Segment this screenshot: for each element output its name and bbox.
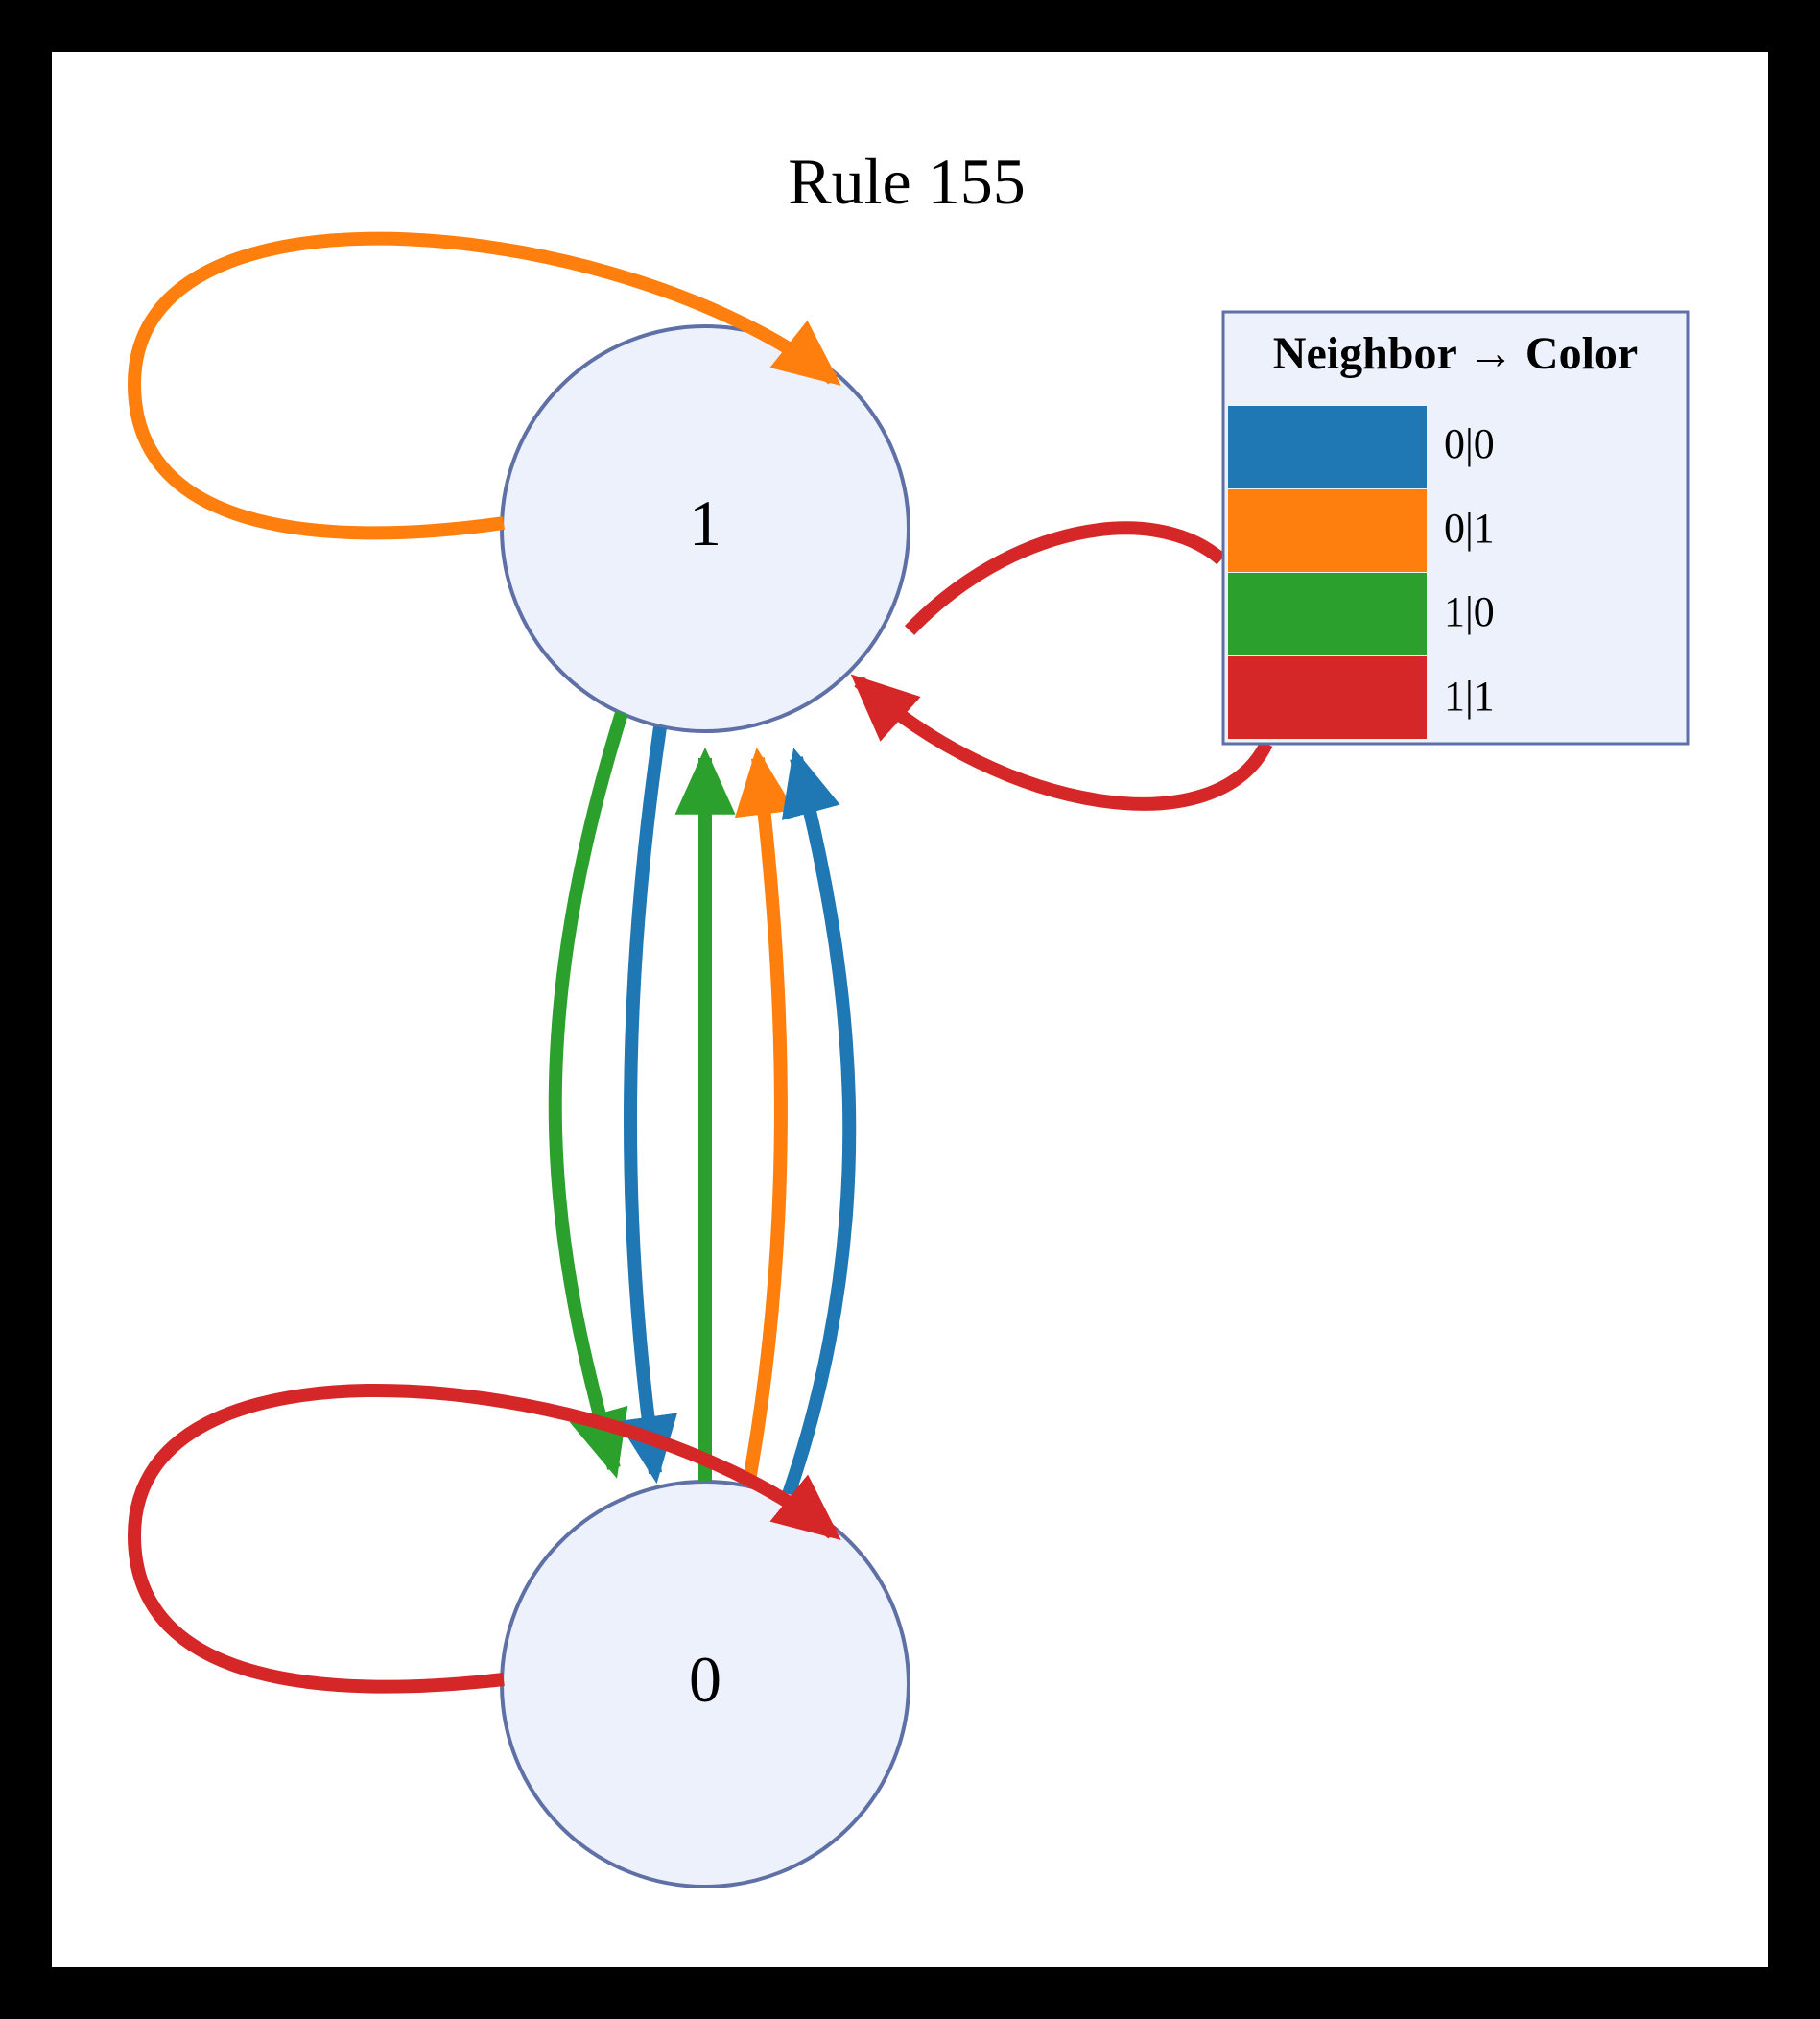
- legend-label-0|0: 0|0: [1444, 420, 1495, 467]
- edge-1-to-1-neighbor-1|1-tail: [904, 521, 1226, 635]
- legend-label-1|0: 1|0: [1444, 588, 1495, 635]
- legend-swatch-1|0: [1228, 573, 1427, 655]
- node-1-label: 1: [689, 487, 721, 559]
- edge-0-to-1-neighbor-0|1: [734, 747, 795, 1487]
- legend-swatch-0|0: [1228, 406, 1427, 488]
- legend-label-0|1: 0|1: [1444, 505, 1495, 552]
- edge-1-to-1-neighbor-0|1: [127, 231, 841, 540]
- legend-title: Neighbor → Color: [1273, 328, 1638, 379]
- legend-label-1|1: 1|1: [1444, 673, 1495, 720]
- legend-swatch-1|1: [1228, 656, 1427, 739]
- edge-0-to-0-neighbor-1|1: [127, 1383, 841, 1694]
- legend-swatch-0|1: [1228, 489, 1427, 572]
- edge-0-to-1-neighbor-0|0: [781, 748, 857, 1497]
- edge-1-to-1-neighbor-1|1: [850, 674, 1273, 811]
- edge-1-to-0-neighbor-0|0: [617, 725, 678, 1485]
- legend: Neighbor → Color 0|0 0|1 1|0 1|1: [1221, 310, 1690, 746]
- edge-1-to-0-neighbor-1|0: [548, 710, 628, 1479]
- diagram-title: Rule 155: [788, 145, 1025, 218]
- node-0-label: 0: [689, 1643, 721, 1716]
